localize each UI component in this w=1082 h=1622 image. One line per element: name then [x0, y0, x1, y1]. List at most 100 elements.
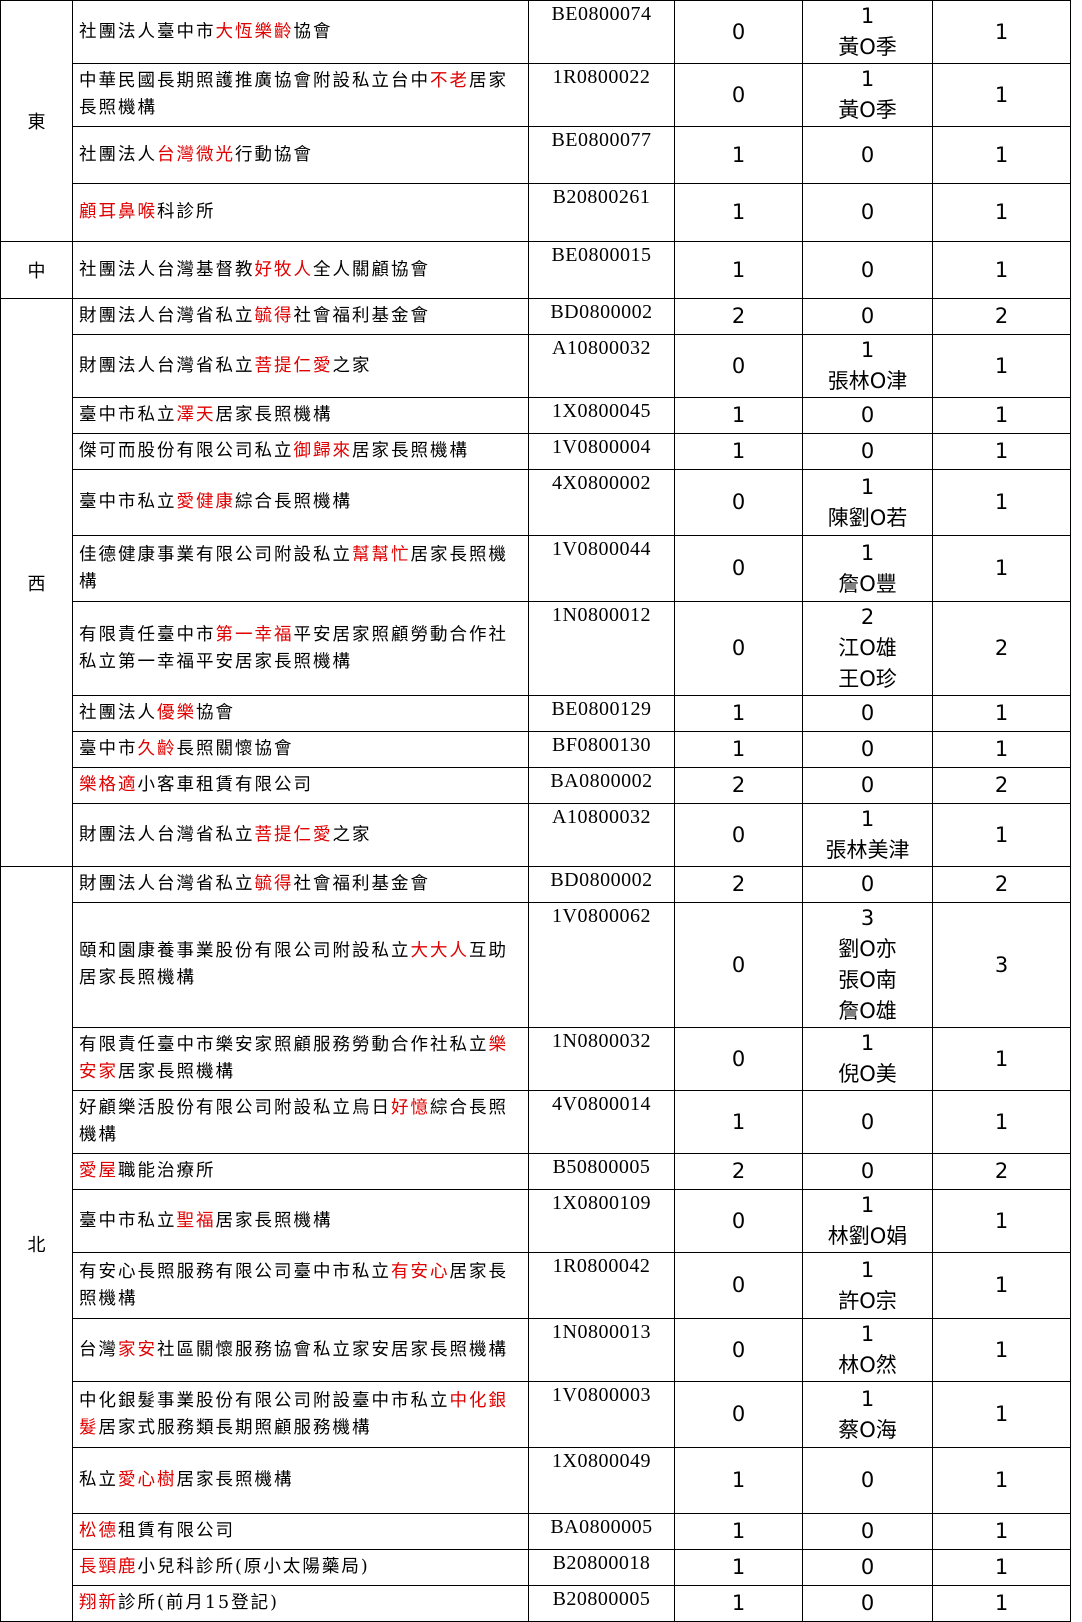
name-part: 租賃有限公司 [118, 1521, 235, 1541]
highlighted-name-part: 好憶 [391, 1098, 430, 1118]
district-cell: 西 [0, 298, 73, 867]
registration-code-cell: 1X0800049 [528, 1447, 675, 1514]
name-part: 財團法人台灣省私立 [79, 355, 255, 376]
count-b-value: 0 [860, 304, 875, 328]
total-cell: 1 [932, 1189, 1071, 1253]
total-cell: 1 [932, 183, 1071, 242]
count-b-value: 0 [860, 257, 875, 282]
highlighted-name-part: 愛屋 [79, 1161, 118, 1181]
count-a-cell: 0 [674, 601, 803, 696]
total-cell: 1 [932, 433, 1071, 470]
person-name: 陳劉O若 [827, 505, 908, 530]
count-a-cell: 0 [674, 63, 803, 127]
total-cell: 3 [932, 902, 1071, 1028]
registration-code-cell: 1V0800062 [528, 902, 675, 1028]
registration-code-cell: BE0800129 [528, 695, 675, 732]
highlighted-name-part: 久齡 [137, 739, 177, 759]
total-cell: 2 [932, 298, 1071, 335]
count-a-cell: 0 [674, 1252, 803, 1319]
name-part: 財團法人台灣省私立 [79, 824, 255, 845]
name-part: 居家長照機構 [118, 1062, 235, 1082]
count-b-value: 0 [860, 200, 875, 224]
count-b-cell: 0 [802, 298, 933, 335]
registration-code-cell: A10800032 [528, 803, 675, 867]
name-part: 小兒科診所(原小太陽藥局) [137, 1557, 370, 1577]
person-name: 王O珍 [838, 667, 897, 691]
count-a-cell: 0 [674, 1027, 803, 1091]
total-cell: 2 [932, 601, 1071, 696]
person-name: 林劉O娟 [827, 1224, 908, 1248]
registration-code-cell: 1R0800042 [528, 1252, 675, 1319]
count-b-cell: 0 [802, 397, 933, 434]
name-part: 綜合長照機構 [235, 492, 352, 512]
name-part: 之家 [332, 824, 372, 845]
person-name: 詹O雄 [838, 999, 897, 1023]
organization-name-cell: 松德租賃有限公司 [72, 1513, 529, 1550]
count-a-cell: 1 [674, 1090, 803, 1154]
organization-name-cell: 愛屋職能治療所 [72, 1153, 529, 1190]
organization-name-cell: 有安心長照服務有限公司臺中市私立有安心居家長照機構 [72, 1252, 529, 1319]
organization-name-cell: 社團法人優樂協會 [72, 695, 529, 732]
name-part: 財團法人台灣省私立 [79, 306, 255, 326]
district-cell: 東 [0, 0, 73, 242]
count-b-value: 1 [860, 1193, 875, 1217]
name-part: 居家長照機構 [79, 544, 508, 592]
name-part: 診所(前月15登記) [118, 1593, 279, 1613]
registration-code-cell: B50800005 [528, 1153, 675, 1190]
name-part: 有安心長照服務有限公司臺中市私立 [79, 1261, 391, 1282]
registration-code-cell: BD0800002 [528, 866, 675, 903]
name-part: 小客車租賃有限公司 [137, 775, 313, 795]
count-a-cell: 0 [674, 0, 803, 64]
name-part: 有限責任臺中市樂安家照顧服務勞動合作社私立 [79, 1035, 489, 1055]
organization-name-cell: 樂格適小客車租賃有限公司 [72, 767, 529, 804]
count-a-cell: 1 [674, 126, 803, 184]
count-b-value: 1 [860, 4, 875, 28]
registration-code-cell: BA0800002 [528, 767, 675, 804]
organization-name-cell: 長頸鹿小兒科診所(原小太陽藥局) [72, 1549, 529, 1586]
registration-code-cell: BE0800077 [528, 126, 675, 184]
highlighted-name-part: 愛心樹 [118, 1470, 177, 1490]
count-a-cell: 0 [674, 334, 803, 398]
district-cell: 北 [0, 866, 73, 1622]
count-b-value: 1 [860, 1257, 875, 1282]
organization-name-cell: 財團法人台灣省私立菩提仁愛之家 [72, 803, 529, 867]
count-b-cell: 0 [802, 1513, 933, 1550]
name-part: 職能治療所 [118, 1161, 216, 1181]
total-cell: 1 [932, 1585, 1071, 1622]
total-cell: 1 [932, 1447, 1071, 1514]
highlighted-name-part: 中化銀髮 [79, 1390, 508, 1438]
total-cell: 1 [932, 1318, 1071, 1382]
highlighted-name-part: 樂格適 [79, 775, 138, 795]
count-b-cell: 0 [802, 126, 933, 184]
name-part: 臺中市私立 [79, 492, 177, 512]
count-a-cell: 0 [674, 1189, 803, 1253]
organization-name-cell: 有限責任臺中市樂安家照顧服務勞動合作社私立樂安家居家長照機構 [72, 1027, 529, 1091]
registration-code-cell: 1V0800003 [528, 1381, 675, 1448]
registration-code-cell: 1N0800012 [528, 601, 675, 696]
person-name: 林O然 [838, 1353, 897, 1377]
count-b-value: 0 [860, 872, 875, 896]
count-b-cell: 0 [802, 695, 933, 732]
name-part: 頤和園康養事業股份有限公司附設私立 [79, 941, 411, 961]
highlighted-name-part: 大大人 [410, 941, 469, 961]
name-part: 居家長照機構 [79, 1261, 508, 1309]
name-part: 社區關懷服務協會私立家安居家長照機構 [157, 1339, 508, 1360]
name-part: 臺中市 [79, 739, 138, 759]
registration-code-cell: BE0800074 [528, 0, 675, 64]
